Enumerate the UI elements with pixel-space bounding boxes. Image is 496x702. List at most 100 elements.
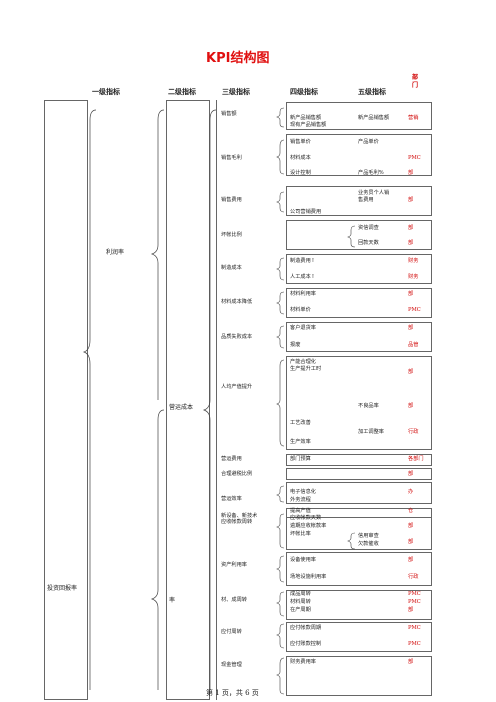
l4-item: 应付账款控制 xyxy=(290,641,322,647)
l4-item: 工艺改善 xyxy=(290,420,311,426)
l4-item: 场地设施利用率 xyxy=(290,574,327,580)
l4-item: 应付帐款周期 xyxy=(290,625,322,631)
group-box xyxy=(286,468,432,480)
dept-label: PMC xyxy=(408,591,421,597)
dept-label: 部 xyxy=(408,403,414,409)
page-footer: 第 1 页，共 6 页 xyxy=(206,689,259,697)
dept-label: PMC xyxy=(408,599,421,605)
l5-item: 资信调查 xyxy=(358,225,379,231)
l4-item: 电子信息化 xyxy=(290,489,316,495)
l5-item: 不良品率 xyxy=(358,403,379,409)
l4-item: 在产周期 xyxy=(290,607,311,613)
l4-item: 材料单价 xyxy=(290,307,311,313)
l3-item: 营运费用 xyxy=(221,456,242,462)
l4-item: 现有产品销售额 xyxy=(290,122,327,128)
dept-label: 部 xyxy=(408,225,414,231)
l4-item: 公司营销费用 xyxy=(290,209,322,215)
l3-item: 材、成周转 xyxy=(221,597,247,603)
group-box xyxy=(286,512,432,550)
group-box xyxy=(286,356,432,450)
l4-item: 材料成本 xyxy=(290,155,311,161)
l4-item: 应收帐款天数 xyxy=(290,515,322,521)
group-box xyxy=(286,482,432,504)
l4-item: 设备使用率 xyxy=(290,557,316,563)
group-box xyxy=(286,552,432,586)
dept-label: 营销 xyxy=(408,115,419,121)
l3-item: 坏帐比例 xyxy=(221,232,242,238)
dept-label: 行政 xyxy=(408,574,419,580)
l4-item: 报废 xyxy=(290,342,301,348)
group-box xyxy=(286,656,432,696)
l4-item: 成品周转 xyxy=(290,591,311,597)
l5-item: 回款天数 xyxy=(358,240,379,246)
l5-item: 欠款催收 xyxy=(358,541,379,547)
bracket-l5 xyxy=(347,225,356,550)
bracket-l1 xyxy=(82,109,97,690)
header-l5: 五级指标 xyxy=(358,87,386,96)
dept-label: 仓 xyxy=(408,508,414,514)
l3-item: 新设备、新技术 xyxy=(221,513,258,519)
dept-label: 部 xyxy=(408,659,414,665)
l3-item: 人均产值提升 xyxy=(221,384,253,390)
l4-item: 逾期应收帐款率 xyxy=(290,523,327,529)
dept-label: 部 xyxy=(408,197,414,203)
l5-item: 加工调整率 xyxy=(358,429,384,435)
dept-label: 办 xyxy=(408,489,414,495)
group-box xyxy=(286,254,432,284)
l3-item: 资产利用率 xyxy=(221,562,247,568)
dept-label: PMC xyxy=(408,155,421,161)
l5-item: 业务员个人销售费用 xyxy=(358,190,390,203)
l5-item: 产品毛利% xyxy=(358,170,384,176)
l4-item: 生产提升工时 xyxy=(290,366,322,372)
header-l2: 二级指标 xyxy=(168,87,196,96)
l2-rate: 率 xyxy=(169,597,176,604)
group-box xyxy=(286,590,432,620)
dept-label: PMC xyxy=(408,625,421,631)
dept-label: 财务 xyxy=(408,274,419,280)
bracket-l3 xyxy=(202,109,217,690)
l4-item: 销售单价 xyxy=(290,139,311,145)
group-box xyxy=(286,622,432,652)
l3-item: 营运效率 xyxy=(221,496,242,502)
dept-label: 部 xyxy=(408,325,414,331)
dept-label: 各部门 xyxy=(408,456,424,462)
group-box xyxy=(286,322,432,352)
l4-item: 生产效率 xyxy=(290,439,311,445)
l5-item: 新产品销售额 xyxy=(358,115,390,121)
l4-item: 新产品销售额 xyxy=(290,115,322,121)
l4-item: 坏帐比率 xyxy=(290,531,311,537)
dept-label: 部 xyxy=(408,557,414,563)
bracket-l4 xyxy=(276,107,285,695)
l3-item: 合理避税比例 xyxy=(221,471,253,477)
group-box xyxy=(286,454,432,466)
l4-item: 产能合理化 xyxy=(290,359,316,365)
l3-item: 应收帐款周转 xyxy=(221,519,253,525)
l3-item: 应付周转 xyxy=(221,629,242,635)
l3-item: 销售费用 xyxy=(221,197,242,203)
dept-label: 品管 xyxy=(408,342,419,348)
group-box xyxy=(286,134,432,176)
dept-label: 财务 xyxy=(408,258,419,264)
l3-item: 品质失败成本 xyxy=(221,334,253,340)
l4-item: 财务费用率 xyxy=(290,659,316,665)
l5-item: 信用审查 xyxy=(358,533,379,539)
l3-item: 销售毛利 xyxy=(221,155,242,161)
dept-label: 行政 xyxy=(408,429,419,435)
dept-label: 部 xyxy=(408,291,414,297)
dept-label: 部 xyxy=(408,523,414,529)
l1-frame xyxy=(44,100,88,700)
dept-label: PMC xyxy=(408,307,421,313)
group-box xyxy=(286,220,432,250)
l4-item: 材料利用率 xyxy=(290,291,316,297)
group-box xyxy=(286,102,432,130)
l4-item: 提高产值 xyxy=(290,508,311,514)
l3-item: 材料成本降低 xyxy=(221,299,253,305)
page-title: KPI结构图 xyxy=(206,51,270,66)
l2-cost: 营运成本 xyxy=(169,404,194,411)
l4-item: 制造费用↑ xyxy=(290,258,316,264)
dept-label: 部 xyxy=(408,240,414,246)
l4-item: 设计控制 xyxy=(290,170,311,176)
l3-item: 现金管理 xyxy=(221,662,242,668)
l2-profit: 利润率 xyxy=(106,249,125,256)
l3-item: 制造成本 xyxy=(221,265,242,271)
